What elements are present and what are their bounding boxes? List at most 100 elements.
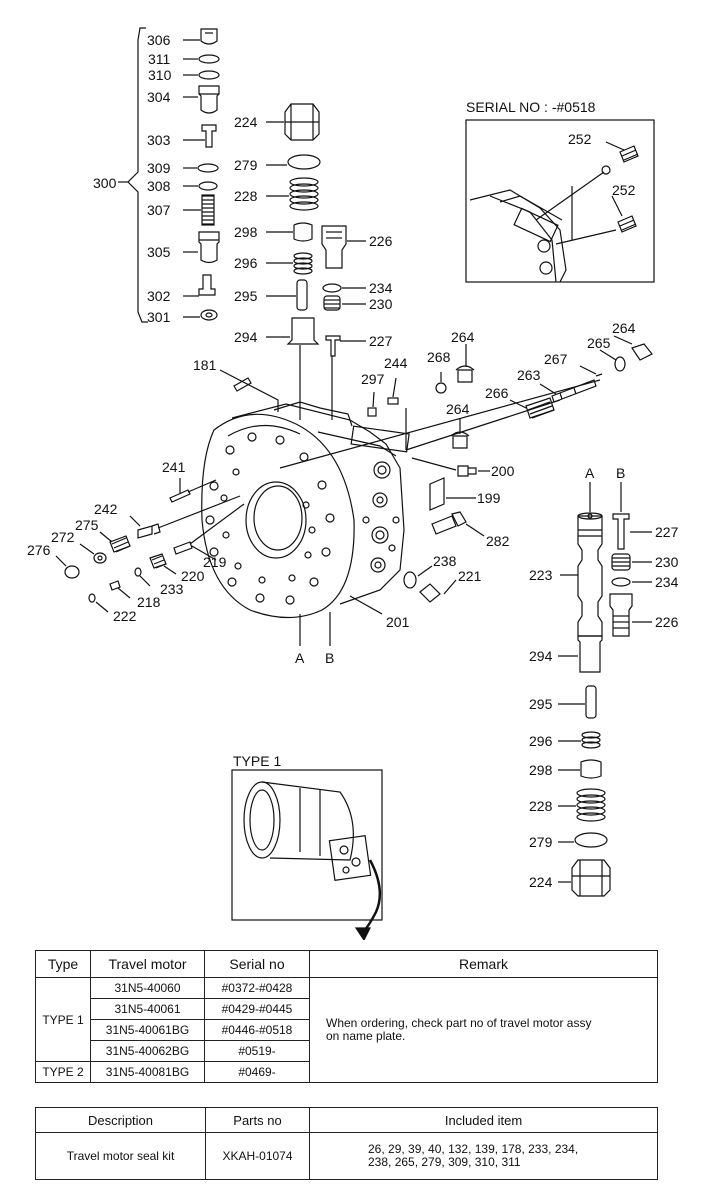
- header-description: Description: [35, 1107, 206, 1133]
- label-294: 294: [234, 329, 258, 345]
- type1-inset-title: TYPE 1: [233, 753, 281, 769]
- label-right-228: 228: [529, 798, 553, 814]
- label-230: 230: [369, 296, 393, 312]
- label-right-b: B: [616, 465, 625, 481]
- label-right-230: 230: [655, 554, 679, 570]
- label-right-224: 224: [529, 874, 553, 890]
- shaft-and-plug-parts: [219, 335, 653, 603]
- label-port-b: B: [325, 650, 334, 666]
- type2-cell: TYPE 2: [35, 1061, 91, 1083]
- label-297: 297: [361, 371, 385, 387]
- label-252-a: 252: [568, 131, 592, 147]
- motor-cell: 31N5-40061BG: [90, 1019, 205, 1041]
- motor-cell: 31N5-40061: [90, 998, 205, 1020]
- label-306: 306: [147, 32, 171, 48]
- label-300: 300: [93, 175, 117, 191]
- header-remark: Remark: [309, 950, 658, 978]
- remark-line-1: When ordering, check part no of travel m…: [326, 1016, 592, 1030]
- label-port-a: A: [295, 650, 305, 666]
- label-221: 221: [458, 568, 482, 584]
- motor-cell: 31N5-40062BG: [90, 1040, 205, 1062]
- serial-cell: #0469-: [204, 1061, 310, 1083]
- serial-cell: #0429-#0445: [204, 998, 310, 1020]
- label-310: 310: [148, 67, 172, 83]
- label-242: 242: [94, 501, 118, 517]
- seal-kit-table: Description Parts no Included item Trave…: [35, 1107, 658, 1180]
- label-309: 309: [147, 160, 171, 176]
- motor-cell: 31N5-40060: [90, 977, 205, 999]
- label-222: 222: [113, 608, 137, 624]
- table-row: TYPE 2 31N5-40081BG #0469-: [35, 1061, 658, 1083]
- label-234: 234: [369, 280, 393, 296]
- table-row: TYPE 1 31N5-40060 #0372-#0428 When order…: [35, 977, 658, 1083]
- label-228: 228: [234, 188, 258, 204]
- items-line-1: 26, 29, 39, 40, 132, 139, 178, 233, 234,: [368, 1142, 579, 1156]
- label-199: 199: [477, 490, 501, 506]
- label-252-b: 252: [612, 182, 636, 198]
- relief-valve-parts: [266, 103, 366, 420]
- label-right-223: 223: [529, 567, 553, 583]
- serial-cell: #0446-#0518: [204, 1019, 310, 1041]
- label-right-279: 279: [529, 834, 553, 850]
- label-233: 233: [160, 581, 184, 597]
- remark-line-2: on name plate.: [326, 1029, 406, 1043]
- header-travel-motor: Travel motor: [90, 950, 205, 978]
- label-right-295: 295: [529, 696, 553, 712]
- label-302: 302: [147, 288, 171, 304]
- description-cell: Travel motor seal kit: [35, 1132, 206, 1180]
- label-right-234: 234: [655, 574, 679, 590]
- label-264-a: 264: [451, 329, 475, 345]
- label-308: 308: [147, 178, 171, 194]
- table-header-row: Description Parts no Included item: [35, 1107, 658, 1133]
- motor-housing-201: [201, 401, 410, 646]
- label-238: 238: [433, 553, 457, 569]
- label-265: 265: [587, 335, 611, 351]
- serial-inset: [465, 119, 655, 283]
- label-264-c: 264: [612, 320, 636, 336]
- label-241: 241: [162, 459, 186, 475]
- table-header-row: Type Travel motor Serial no Remark: [35, 950, 658, 978]
- remark-cell: When ordering, check part no of travel m…: [309, 977, 658, 1083]
- type1-cell: TYPE 1: [35, 977, 91, 1062]
- label-right-a: A: [585, 465, 595, 481]
- table-row: 31N5-40061BG #0446-#0518: [36, 1019, 658, 1041]
- label-298: 298: [234, 224, 258, 240]
- label-296: 296: [234, 255, 258, 271]
- left-side-parts: [55, 478, 245, 613]
- table-row: Travel motor seal kit XKAH-01074 26, 29,…: [35, 1132, 658, 1180]
- part-labels: 306 311 310 304 303 309 308 307 305 302 …: [27, 32, 679, 890]
- label-295: 295: [234, 288, 258, 304]
- header-type: Type: [35, 950, 91, 978]
- travel-motor-type-table: Type Travel motor Serial no Remark TYPE …: [35, 950, 658, 1083]
- table-row: 31N5-40061 #0429-#0445: [36, 998, 658, 1020]
- relief-valve-detail: [558, 482, 652, 897]
- label-303: 303: [147, 132, 171, 148]
- label-right-226: 226: [655, 614, 679, 630]
- valve-assembly-300: [118, 27, 220, 323]
- header-included-item: Included item: [309, 1107, 658, 1133]
- label-266: 266: [485, 385, 509, 401]
- label-272: 272: [51, 529, 75, 545]
- label-267: 267: [544, 351, 568, 367]
- label-181: 181: [193, 357, 217, 373]
- parts-no-cell: XKAH-01074: [205, 1132, 310, 1180]
- label-227: 227: [369, 333, 393, 349]
- label-268: 268: [427, 349, 451, 365]
- label-200: 200: [491, 463, 515, 479]
- label-263: 263: [517, 367, 541, 383]
- label-224: 224: [234, 114, 258, 130]
- label-219: 219: [203, 554, 227, 570]
- label-304: 304: [147, 89, 171, 105]
- label-right-294: 294: [529, 648, 553, 664]
- included-items-cell: 26, 29, 39, 40, 132, 139, 178, 233, 234,…: [309, 1132, 658, 1180]
- label-282: 282: [486, 533, 510, 549]
- label-279: 279: [234, 157, 258, 173]
- label-264-b: 264: [446, 401, 470, 417]
- label-220: 220: [181, 568, 205, 584]
- label-right-298: 298: [529, 762, 553, 778]
- serial-inset-title: SERIAL NO : -#0518: [466, 99, 596, 115]
- label-244: 244: [384, 355, 408, 371]
- serial-cell: #0519-: [204, 1040, 310, 1062]
- label-301: 301: [147, 309, 171, 325]
- motor-cell: 31N5-40081BG: [90, 1061, 205, 1083]
